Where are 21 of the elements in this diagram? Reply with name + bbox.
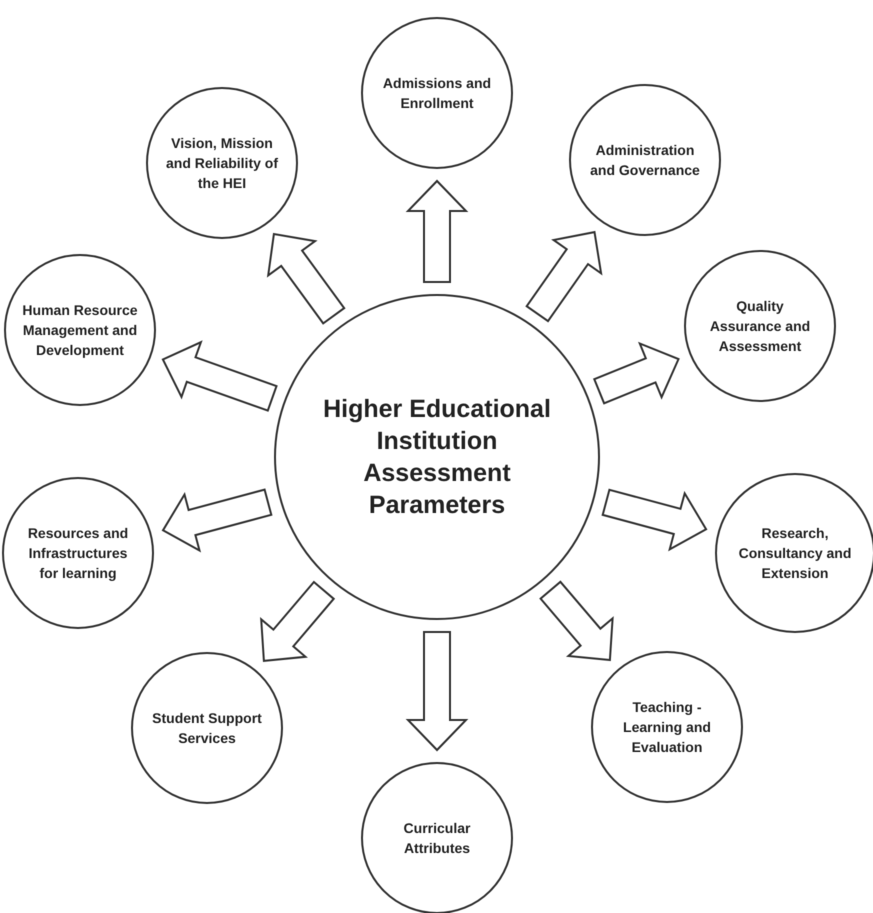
parameter-label: Human Resource Management and Development [21, 301, 139, 360]
parameter-label: Quality Assurance and Assessment [708, 297, 812, 356]
parameter-label: Vision, Mission and Reliability of the HEI [164, 134, 279, 193]
block-arrow [162, 340, 278, 412]
block-arrow [601, 488, 708, 552]
block-arrow [266, 232, 346, 325]
parameter-label: Student Support Services [151, 709, 263, 748]
block-arrow [525, 230, 602, 322]
block-arrow [539, 580, 614, 662]
parameter-label: Resources and Infrastructures for learning [26, 524, 130, 583]
block-arrow [260, 580, 336, 662]
parameter-label: Teaching - Learning and Evaluation [622, 698, 712, 757]
parameter-label: Admissions and Enrollment [382, 74, 492, 113]
center-title: Higher Educational Institution Assessment Parameters [322, 394, 552, 521]
block-arrow [593, 342, 680, 405]
parameter-label: Research, Consultancy and Extension [738, 524, 852, 583]
parameter-label: Administration and Governance [589, 141, 701, 180]
block-arrow [162, 488, 273, 553]
block-arrow [406, 631, 468, 752]
block-arrow [406, 180, 468, 283]
parameter-label: Curricular Attributes [402, 819, 472, 858]
